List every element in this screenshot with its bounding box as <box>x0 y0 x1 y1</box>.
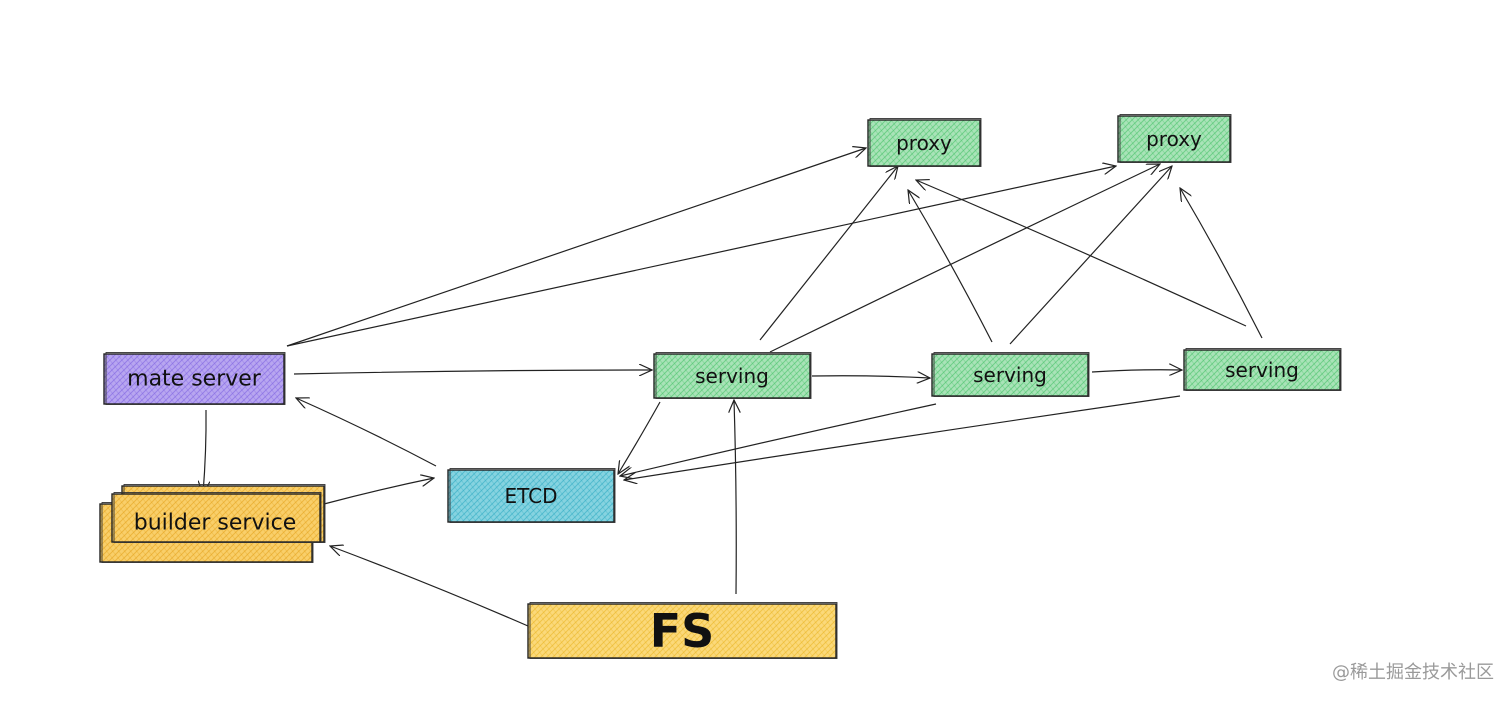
edge-serving-3-to-proxy-2 <box>1180 188 1263 339</box>
node-etcd: ETCD <box>447 468 616 523</box>
edge-serving-1-to-proxy-2 <box>769 164 1160 353</box>
edge-serving-3-to-proxy-1 <box>916 180 1247 327</box>
node-label-proxy-2: proxy <box>1146 127 1202 151</box>
edge-mate-server-to-serving-1 <box>293 370 652 374</box>
edge-serving-1-to-serving-2 <box>811 376 930 378</box>
node-proxy-1: proxy <box>867 118 982 167</box>
node-proxy-2: proxy <box>1117 114 1232 163</box>
node-label-etcd: ETCD <box>504 484 557 508</box>
node-mate-server: mate server <box>103 352 286 405</box>
edge-serving-1-to-etcd <box>618 401 661 474</box>
node-serving-3: serving <box>1183 348 1342 391</box>
node-label-serving-2: serving <box>973 363 1047 387</box>
edge-fs-to-serving-1 <box>734 400 736 595</box>
edge-serving-2-to-etcd <box>620 403 937 476</box>
node-label-serving-1: serving <box>695 364 769 388</box>
node-label-builder-service: builder service <box>134 511 296 536</box>
edge-serving-3-to-etcd <box>624 395 1181 480</box>
edge-fs-to-builder-service <box>330 546 529 627</box>
edge-builder-service-to-etcd <box>323 478 434 505</box>
node-label-mate-server: mate server <box>127 367 262 392</box>
edges-layer <box>203 148 1263 627</box>
edge-serving-1-to-proxy-1 <box>759 166 898 341</box>
node-label-serving-3: serving <box>1225 358 1299 382</box>
edge-serving-2-to-serving-3 <box>1091 370 1182 372</box>
edge-etcd-to-mate-server <box>296 398 437 467</box>
node-serving-2: serving <box>931 352 1090 397</box>
edge-mate-server-to-builder-service <box>203 409 206 494</box>
node-fs: FS <box>527 602 838 659</box>
node-builder-service: builder service <box>99 484 326 563</box>
edge-serving-2-to-proxy-1 <box>908 190 993 343</box>
node-label-fs: FS <box>650 604 715 658</box>
node-serving-1: serving <box>653 352 812 399</box>
nodes-layer: mate server builder service ETCD FS serving s… <box>99 114 1342 659</box>
node-label-proxy-1: proxy <box>896 131 952 155</box>
edge-mate-server-to-proxy-2 <box>286 166 1116 347</box>
edge-serving-2-to-proxy-2 <box>1009 166 1172 345</box>
watermark-text: @稀土掘金技术社区 <box>1332 662 1494 683</box>
